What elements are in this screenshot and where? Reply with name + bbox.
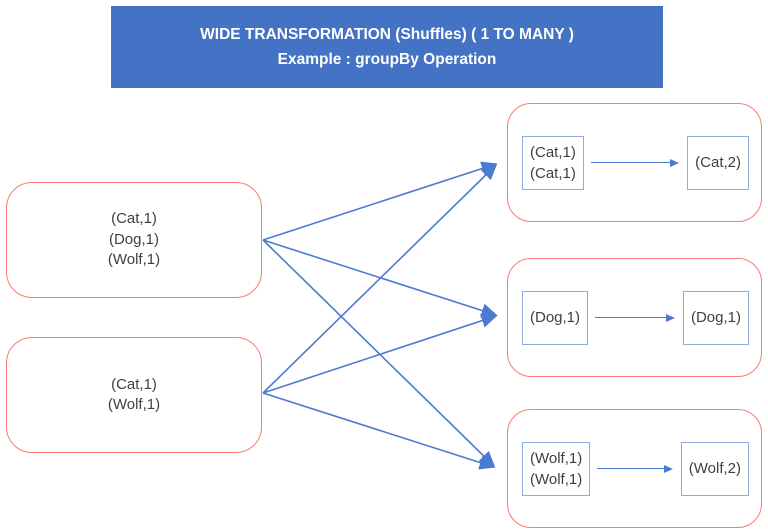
merge-arrow-icon [590, 158, 680, 167]
title-line-2: Example : groupBy Operation [277, 51, 497, 68]
arrow-p2-g2 [262, 313, 498, 394]
record: (Wolf,2) [688, 460, 741, 477]
arrow-p1-g2 [262, 239, 498, 318]
merge-arrow-icon [595, 313, 675, 322]
group-input-box: (Wolf,1) (Wolf,1) [522, 441, 591, 496]
record: (Dog,1) [108, 230, 160, 248]
record: (Cat,1) [111, 210, 157, 228]
record: (Wolf,1) [107, 251, 161, 269]
group-row: (Dog,1) (Dog,1) [522, 290, 749, 345]
record: (Cat,2) [695, 154, 741, 171]
group-box-wolf: (Wolf,1) (Wolf,1) (Wolf,2) [507, 409, 762, 528]
record: (Dog,1) [530, 309, 581, 326]
group-output-box: (Wolf,2) [680, 441, 749, 496]
record: (Dog,1) [690, 309, 741, 326]
record: (Cat,1) [530, 143, 576, 161]
group-row: (Cat,1) (Cat,1) (Cat,2) [522, 135, 749, 190]
arrow-p1-g1 [262, 161, 498, 241]
arrow-p1-g3 [262, 239, 496, 468]
title-banner: WIDE TRANSFORMATION (Shuffles) ( 1 TO MA… [111, 6, 663, 88]
group-box-cat: (Cat,1) (Cat,1) (Cat,2) [507, 103, 762, 222]
arrow-p2-g1 [262, 163, 498, 394]
record: (Wolf,1) [107, 396, 161, 413]
group-input-box: (Dog,1) [522, 290, 589, 345]
arrow-p2-g3 [262, 392, 496, 470]
group-input-box: (Cat,1) (Cat,1) [522, 135, 584, 190]
group-output-box: (Dog,1) [682, 290, 749, 345]
merge-arrow-icon [597, 464, 673, 473]
group-output-box: (Cat,2) [687, 135, 749, 190]
partition-box-2: (Cat,1) (Wolf,1) [6, 337, 262, 453]
record: (Cat,1) [530, 164, 576, 182]
partition-box-1: (Cat,1) (Dog,1) (Wolf,1) [6, 182, 262, 298]
record: (Wolf,1) [530, 470, 583, 488]
group-row: (Wolf,1) (Wolf,1) (Wolf,2) [522, 441, 749, 496]
title-line-1: WIDE TRANSFORMATION (Shuffles) ( 1 TO MA… [200, 26, 574, 43]
record: (Cat,1) [111, 375, 157, 393]
record: (Wolf,1) [530, 449, 583, 467]
group-box-dog: (Dog,1) (Dog,1) [507, 258, 762, 377]
